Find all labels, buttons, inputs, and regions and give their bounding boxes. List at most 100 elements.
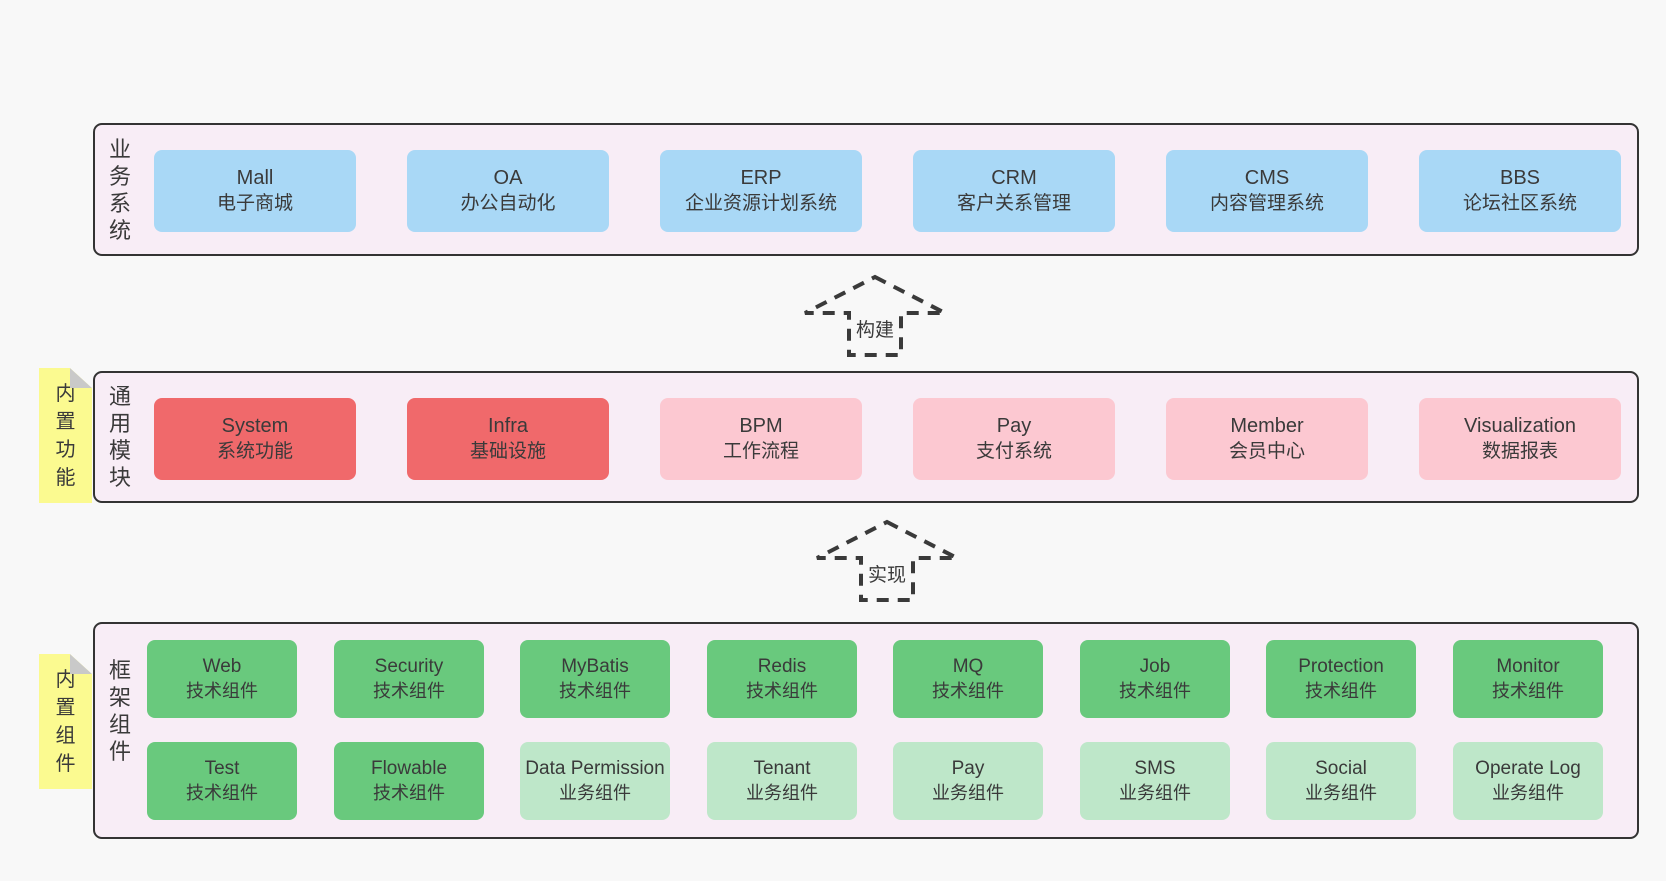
box-subtitle: 支付系统 [975,441,1052,462]
common-modules-label: 通用模块 [108,384,131,490]
box-title: Visualization [1464,415,1576,437]
box-title: ERP [740,167,782,189]
box-title: Protection [1298,656,1384,677]
box-subtitle: 技术组件 [559,681,631,701]
box-title: Web [202,656,242,677]
framework-components-panel: 框架组件 Web 技术组件 Security 技术组件 MyBatis 技术组件… [93,622,1639,839]
box-title: Pay [996,415,1032,437]
box-subtitle: 技术组件 [1492,681,1564,701]
box-title: Pay [951,758,985,779]
box-infra: Infra 基础设施 [407,398,609,480]
common-modules-panel: 通用模块 System 系统功能 Infra 基础设施 BPM 工作流程 Pay… [93,371,1639,503]
box-title: CMS [1244,167,1290,189]
box-subtitle: 业务组件 [559,783,631,803]
box-oa: OA 办公自动化 [407,150,609,232]
box-subtitle: 办公自动化 [460,193,556,214]
implement-arrow: 实现 [814,519,960,603]
box-subtitle: 企业资源计划系统 [684,193,837,214]
framework-components-label: 框架组件 [108,658,131,764]
box-title: Flowable [370,758,448,779]
box-subtitle: 系统功能 [216,441,293,462]
box-subtitle: 技术组件 [1305,681,1377,701]
builtin-features-sticky-label: 内置功能 [55,382,76,489]
box-subtitle: 业务组件 [1492,783,1564,803]
box-redis: Redis 技术组件 [707,640,857,718]
box-subtitle: 业务组件 [1305,783,1377,803]
build-arrow: 构建 [802,274,948,358]
box-title: Member [1230,415,1304,437]
box-title: BPM [739,415,783,437]
business-systems-label: 业务系统 [108,136,131,243]
box-mybatis: MyBatis 技术组件 [520,640,670,718]
box-title: Operate Log [1475,758,1581,779]
box-subtitle: 基础设施 [469,441,546,462]
box-subtitle: 数据报表 [1481,441,1558,462]
builtin-components-sticky: 内置组件 [39,654,92,789]
box-subtitle: 业务组件 [746,783,818,803]
box-title: MQ [952,656,984,677]
box-pay-system: Pay 支付系统 [913,398,1115,480]
box-sms: SMS 业务组件 [1080,742,1230,820]
box-title: Tenant [753,758,811,779]
box-subtitle: 技术组件 [186,681,258,701]
box-subtitle: 业务组件 [1119,783,1191,803]
box-cms: CMS 内容管理系统 [1166,150,1368,232]
box-title: Social [1315,758,1367,779]
sticky-fold-icon [70,654,92,674]
build-arrow-label: 构建 [852,315,898,342]
box-subtitle: 论坛社区系统 [1462,193,1577,214]
box-erp: ERP 企业资源计划系统 [660,150,862,232]
box-subtitle: 技术组件 [373,783,445,803]
implement-arrow-label: 实现 [864,560,910,587]
box-title: MyBatis [561,656,629,677]
box-protection: Protection 技术组件 [1266,640,1416,718]
box-security: Security 技术组件 [334,640,484,718]
box-social: Social 业务组件 [1266,742,1416,820]
box-subtitle: 内容管理系统 [1209,193,1324,214]
box-subtitle: 客户关系管理 [956,193,1071,214]
box-title: Data Permission [525,758,665,779]
builtin-components-sticky-label: 内置组件 [55,668,76,775]
box-mall: Mall 电子商城 [154,150,356,232]
box-title: Job [1139,656,1171,677]
box-flowable: Flowable 技术组件 [334,742,484,820]
up-arrow-icon [816,519,958,602]
sticky-fold-icon [70,368,92,388]
box-subtitle: 工作流程 [722,441,799,462]
box-pay-component: Pay 业务组件 [893,742,1043,820]
box-bbs: BBS 论坛社区系统 [1419,150,1621,232]
business-systems-panel: 业务系统 Mall 电子商城 OA 办公自动化 ERP 企业资源计划系统 CRM… [93,123,1639,256]
box-title: CRM [991,167,1037,189]
box-title: Security [374,656,444,677]
box-subtitle: 电子商城 [216,193,293,214]
box-mq: MQ 技术组件 [893,640,1043,718]
box-subtitle: 技术组件 [932,681,1004,701]
box-subtitle: 技术组件 [373,681,445,701]
box-web: Web 技术组件 [147,640,297,718]
box-title: OA [493,167,523,189]
box-title: Infra [487,415,529,437]
box-title: Redis [757,656,807,677]
box-test: Test 技术组件 [147,742,297,820]
box-visualization: Visualization 数据报表 [1419,398,1621,480]
box-tenant: Tenant 业务组件 [707,742,857,820]
box-title: Monitor [1496,656,1560,677]
up-arrow-icon [804,274,946,357]
box-crm: CRM 客户关系管理 [913,150,1115,232]
box-bpm: BPM 工作流程 [660,398,862,480]
box-operate-log: Operate Log 业务组件 [1453,742,1603,820]
box-monitor: Monitor 技术组件 [1453,640,1603,718]
box-title: Test [204,758,240,779]
box-subtitle: 会员中心 [1228,441,1305,462]
box-system: System 系统功能 [154,398,356,480]
box-title: BBS [1499,167,1541,189]
box-title: System [221,415,289,437]
box-subtitle: 技术组件 [746,681,818,701]
builtin-features-sticky: 内置功能 [39,368,92,503]
box-subtitle: 业务组件 [932,783,1004,803]
box-subtitle: 技术组件 [186,783,258,803]
box-job: Job 技术组件 [1080,640,1230,718]
box-title: Mall [236,167,274,189]
box-member: Member 会员中心 [1166,398,1368,480]
